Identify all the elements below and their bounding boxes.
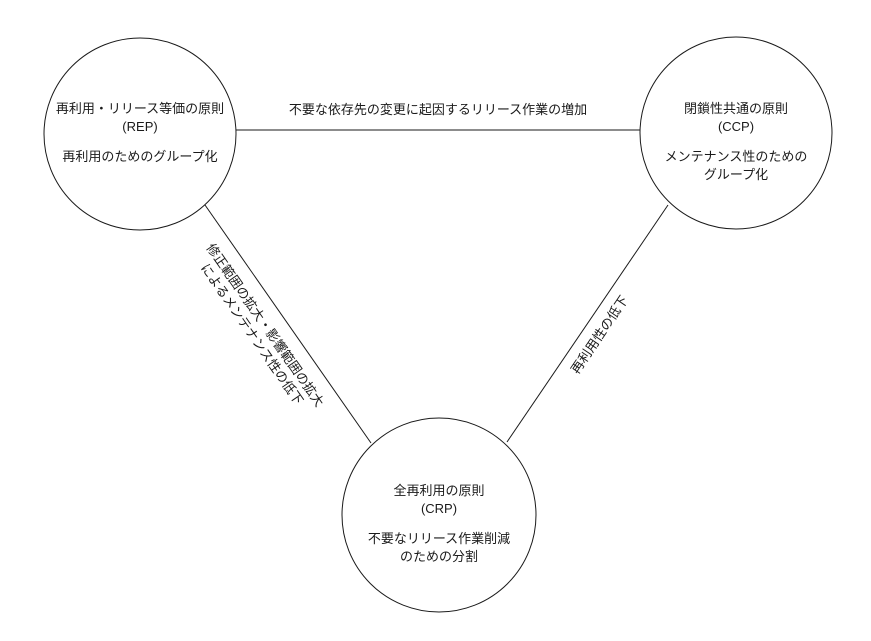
node-crp-spacer (368, 517, 510, 530)
node-rep-description: 再利用のためのグループ化 (62, 149, 218, 165)
node-ccp-title: 閉鎖性共通の原則 (683, 101, 788, 116)
node-ccp-description-line2: グループ化 (703, 166, 769, 182)
edge-label-rep-ccp: 不要な依存先の変更に起因するリリース作業の増加 (288, 101, 588, 117)
node-ccp-description-line1: メンテナンス性のための (664, 149, 808, 165)
node-label-rep: 再利用・リリース等価の原則 (REP) 再利用のためのグループ化 (56, 100, 224, 166)
node-label-crp: 全再利用の原則 (CRP) 不要なリリース作業削減 のための分割 (368, 482, 510, 565)
edge-line-ccp-crp[interactable] (506, 204, 669, 443)
node-rep-code: (REP) (122, 118, 158, 134)
node-crp-title: 全再利用の原則 (393, 483, 485, 498)
node-circle-rep[interactable] (43, 37, 237, 231)
node-circle-ccp[interactable] (639, 36, 833, 230)
node-ccp-spacer (665, 135, 808, 148)
node-crp-code: (CRP) (420, 500, 458, 516)
node-rep-spacer (56, 135, 224, 148)
node-rep-title: 再利用・リリース等価の原則 (55, 101, 225, 116)
node-circle-crp[interactable] (341, 417, 537, 613)
edge-line-rep-crp[interactable] (204, 204, 372, 444)
node-ccp-code: (CCP) (717, 118, 755, 134)
node-label-ccp: 閉鎖性共通の原則 (CCP) メンテナンス性のための グループ化 (665, 100, 808, 183)
node-crp-description-line1: 不要なリリース作業削減 (367, 531, 511, 547)
node-crp-description-line2: のための分割 (399, 548, 479, 564)
